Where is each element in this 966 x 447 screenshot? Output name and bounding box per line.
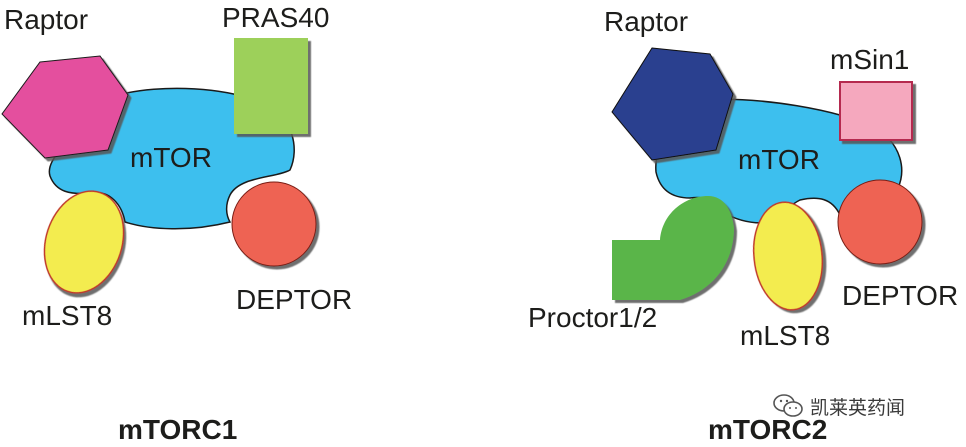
mtorc1-raptor-hexagon — [1, 55, 129, 159]
mtorc1-mtor-label: mTOR — [130, 142, 212, 173]
mtorc2-raptor-label: Raptor — [604, 6, 689, 37]
mtorc2-proctor-label: Proctor1/2 — [528, 302, 658, 333]
mtorc2-proctor-shape — [612, 196, 734, 300]
mtorc2-complex — [611, 47, 923, 311]
wechat-icon — [773, 394, 803, 417]
mtorc1-pras40-block — [234, 38, 308, 134]
mtorc2-title: mTORC2 — [708, 414, 828, 445]
mtorc1-mlst8-ellipse — [43, 190, 125, 294]
mtorc2-mlst8-label: mLST8 — [740, 320, 831, 351]
mtorc2-raptor-hexagon — [611, 47, 734, 161]
mtorc2-msin1-block — [839, 81, 913, 141]
mtorc1-mlst8-label: mLST8 — [22, 300, 113, 331]
watermark: 凯莱英药闻 — [772, 392, 905, 420]
mtorc2-mtor-label: mTOR — [738, 144, 820, 175]
mtorc1-pras40-label: PRAS40 — [222, 2, 330, 33]
mtorc2-deptor-label: DEPTOR — [842, 280, 959, 311]
mtorc2-deptor-circle — [837, 179, 923, 265]
mtorc2-mlst8-ellipse — [752, 201, 824, 311]
mtorc1-raptor-label: Raptor — [4, 4, 89, 35]
mtorc1-title: mTORC1 — [118, 414, 238, 445]
mtorc1-deptor-circle — [231, 181, 317, 267]
watermark-text: 凯莱英药闻 — [810, 396, 906, 419]
mtorc2-msin1-label: mSin1 — [830, 44, 910, 75]
mtorc1-complex — [1, 38, 317, 294]
mtorc1-deptor-label: DEPTOR — [236, 284, 353, 315]
